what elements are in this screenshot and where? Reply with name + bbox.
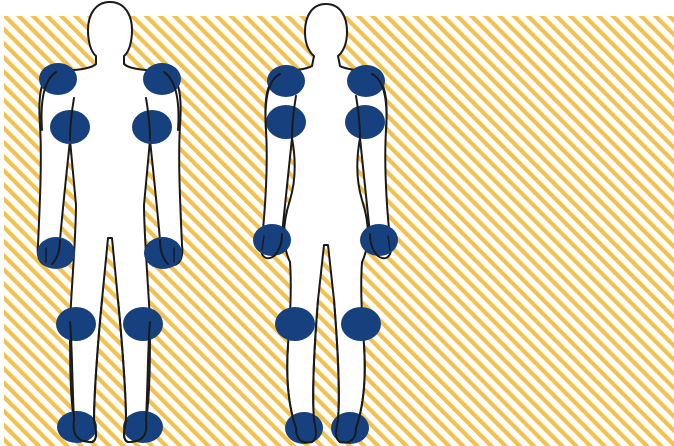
female-left-knee-marker (275, 307, 315, 341)
male-left-knee-marker (56, 307, 96, 341)
female-right-knee-marker (341, 307, 381, 341)
female-left-elbow-marker (266, 105, 306, 139)
male-right-hand-marker (144, 237, 182, 269)
male-left-hand-marker (37, 237, 75, 269)
male-right-knee-marker (123, 307, 163, 341)
female-right-elbow-marker (345, 105, 385, 139)
male-right-elbow-marker (132, 110, 172, 144)
female-left-foot-marker (285, 412, 323, 444)
female-right-hand-marker (360, 224, 398, 256)
female-left-hand-marker (253, 224, 291, 256)
